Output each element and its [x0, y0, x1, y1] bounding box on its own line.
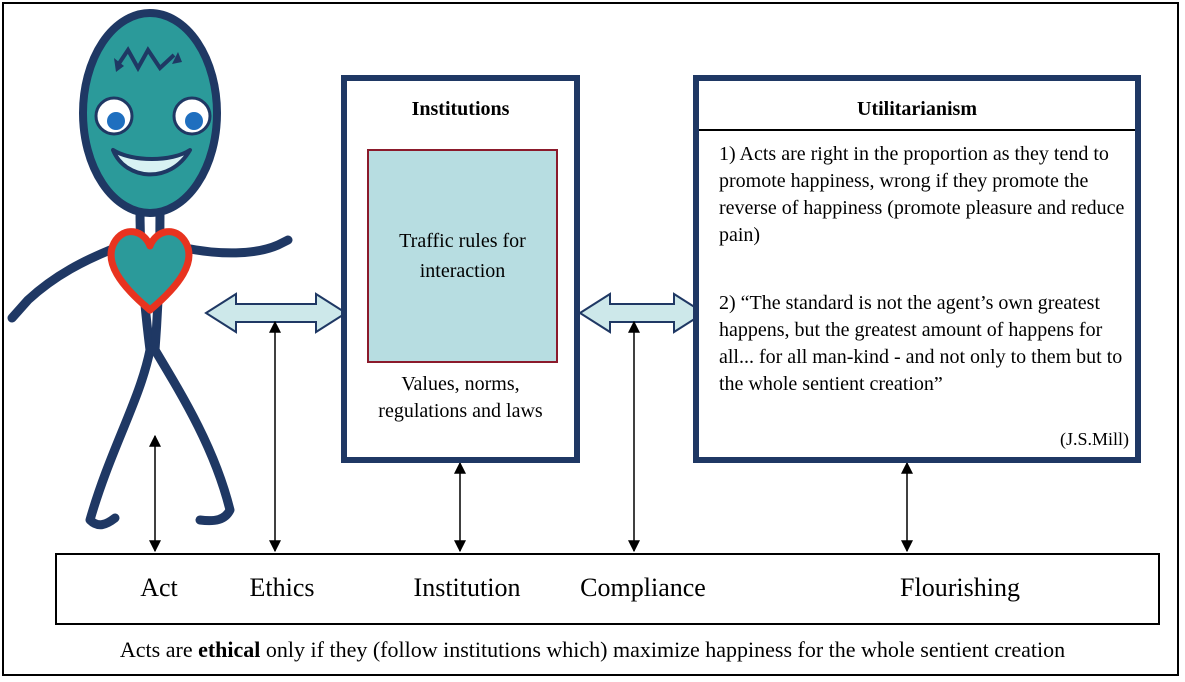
utilitarianism-title: Utilitarianism: [857, 98, 977, 120]
stick-figure: [7, 205, 293, 530]
conclusion-before: Acts are: [119, 637, 199, 662]
right-pupil: [185, 112, 203, 130]
double-arrow-institutions-utilitarianism: [578, 292, 706, 334]
left-pupil: [107, 112, 125, 130]
conclusion-emphasis: ethical: [198, 637, 261, 662]
heart-icon: [107, 228, 193, 314]
conclusion-sentence: Acts are ethical only if they (follow in…: [0, 637, 1185, 663]
traffic-rules-label: Traffic rules for interaction: [399, 230, 526, 282]
term-bar: Act Ethics Institution Compliance Flouri…: [55, 553, 1160, 625]
smile: [111, 148, 192, 177]
traffic-rules-box: Traffic rules for interaction: [367, 149, 558, 363]
head: [79, 9, 221, 217]
hair-right-arrowhead: [172, 52, 182, 64]
utilitarianism-box: Utilitarianism 1) Acts are right in the …: [693, 75, 1141, 463]
term-flourishing: Flourishing: [900, 573, 1020, 602]
hair-left-arrowhead: [114, 58, 124, 72]
term-compliance: Compliance: [580, 573, 706, 602]
citation: (J.S.Mill): [1059, 429, 1129, 449]
conclusion-after: only if they (follow institutions which)…: [260, 637, 1066, 662]
principle-1: 1) Acts are right in the proportion as t…: [719, 143, 1125, 246]
term-institution: Institution: [413, 573, 521, 602]
hair-zigzag: [116, 46, 176, 73]
principle-2: 2) “The standard is not the agent’s own …: [719, 292, 1123, 395]
term-ethics: Ethics: [249, 573, 315, 602]
left-arm: [7, 243, 120, 323]
institutions-title: Institutions: [411, 98, 510, 120]
institutions-caption: Values, norms, regulations and laws: [378, 373, 543, 422]
right-leg: [150, 345, 235, 526]
institutions-box: Institutions Traffic rules for interacti…: [341, 75, 580, 463]
right-arm: [180, 235, 293, 258]
left-leg: [85, 345, 155, 530]
double-arrow-figure-institutions: [204, 292, 348, 334]
term-act: Act: [140, 573, 178, 602]
title-divider: [699, 129, 1135, 131]
